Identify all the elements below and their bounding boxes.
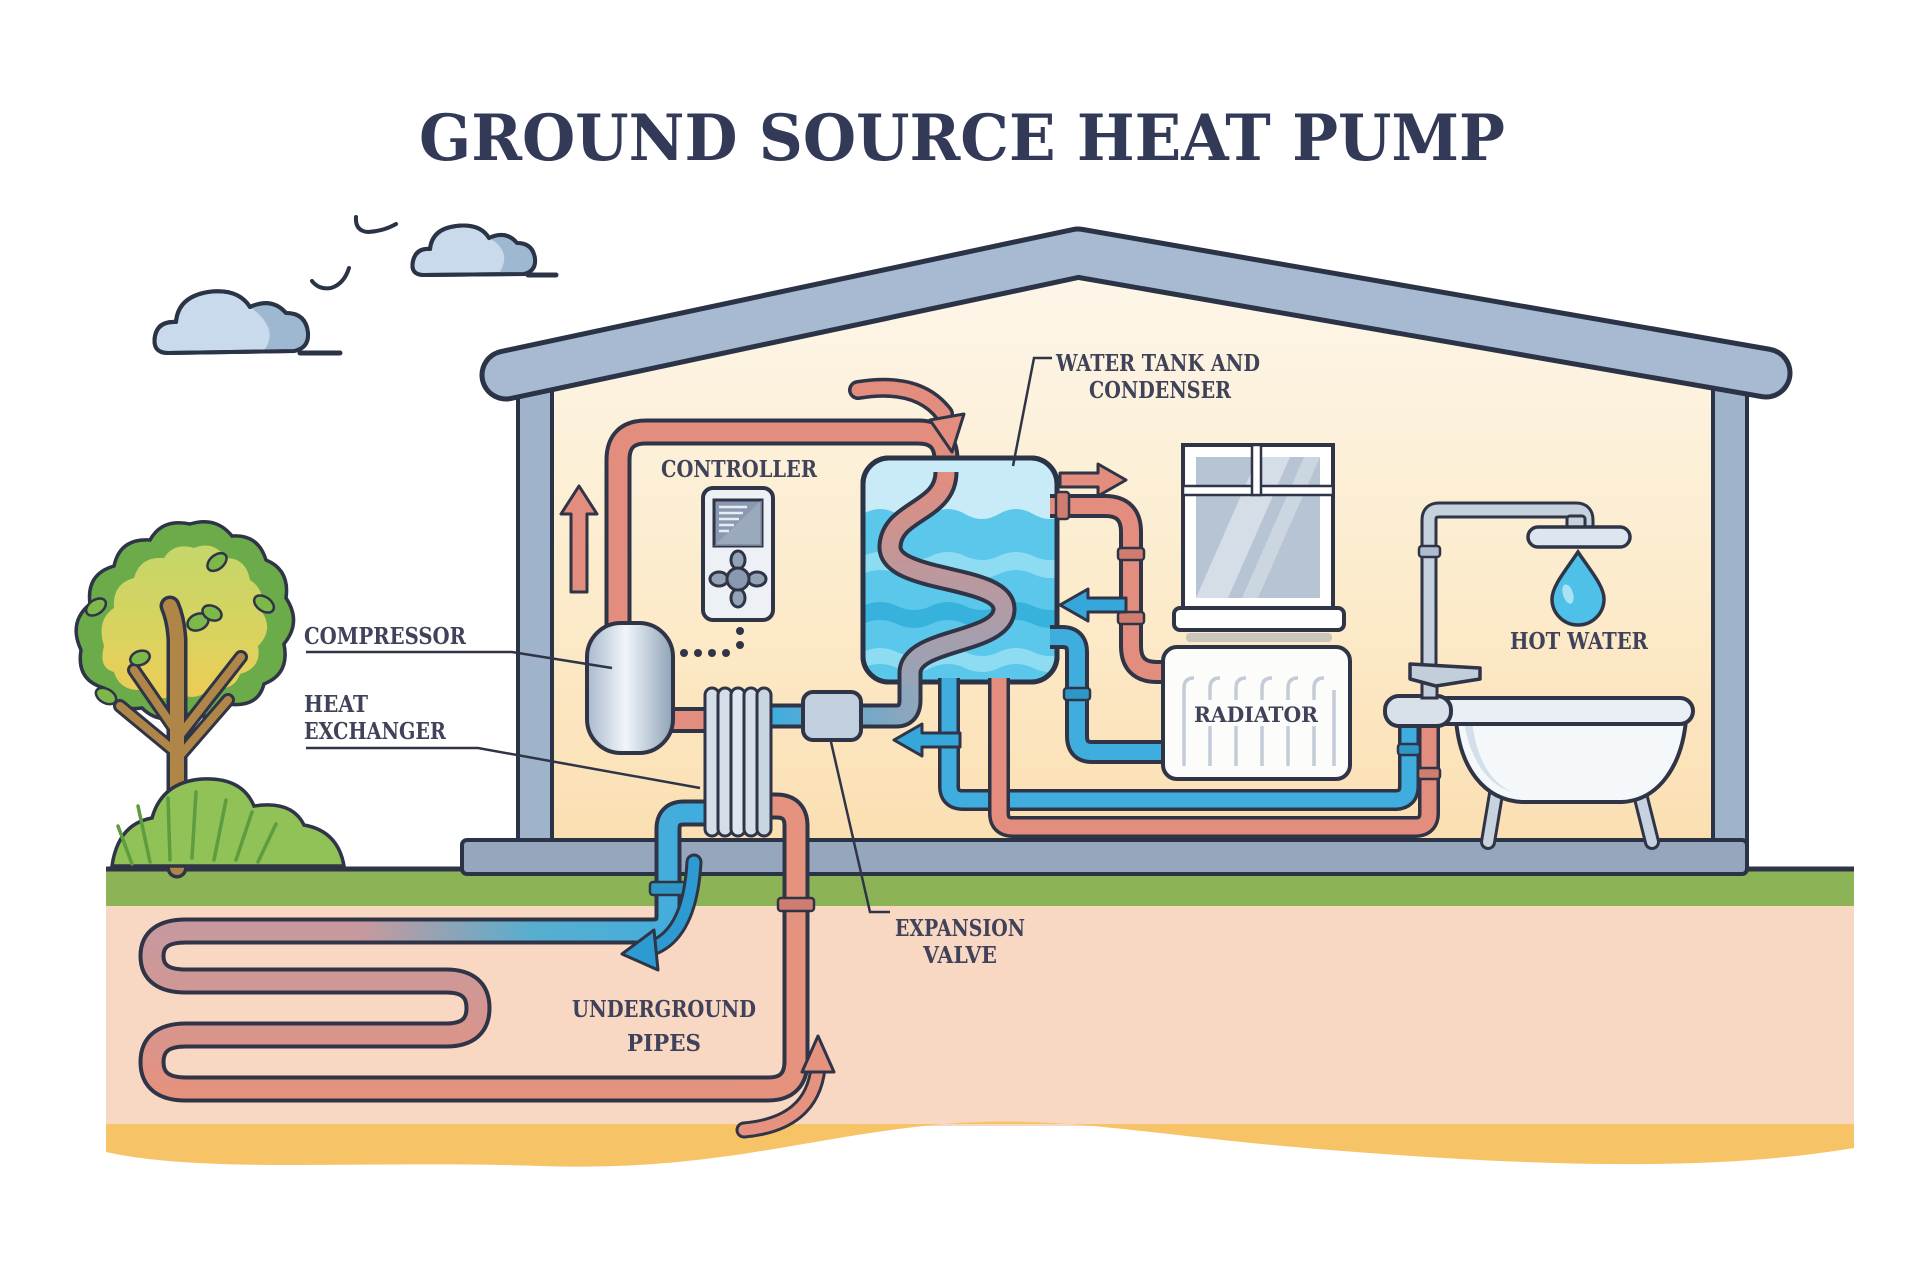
bush-blades bbox=[116, 790, 278, 866]
radiator-supply-pipe bbox=[1050, 498, 1172, 680]
water-tank-label-line1: WATER TANK AND bbox=[1055, 350, 1260, 377]
ground-layers bbox=[106, 866, 1854, 1167]
deep-soil-layer bbox=[106, 1121, 1854, 1167]
flow-arrow-up-icon bbox=[559, 484, 599, 594]
hot-water-droplet-icon bbox=[1550, 548, 1606, 627]
flow-arrow-into-tank-icon bbox=[848, 377, 966, 454]
tree-leaves bbox=[84, 551, 276, 706]
pipe-coupling bbox=[1417, 544, 1442, 559]
compressor bbox=[585, 621, 675, 755]
compressor-leader bbox=[306, 650, 613, 670]
diagram-labels: CONTROLLER WATER TANK AND CONDENSER COMP… bbox=[304, 350, 1649, 1057]
heat-exchanger bbox=[703, 686, 773, 838]
cold-descent-pipe bbox=[352, 803, 722, 941]
tub-body bbox=[1453, 718, 1689, 804]
controller-label: CONTROLLER bbox=[661, 456, 818, 483]
cloud-left-icon bbox=[152, 289, 343, 356]
shower-pipe bbox=[1423, 504, 1592, 710]
expansion-valve-label-line1: EXPANSION bbox=[895, 915, 1025, 942]
sill-shadow bbox=[1186, 633, 1332, 642]
radiator-fins bbox=[1182, 676, 1336, 766]
page-title: GROUND SOURCE HEAT PUMP bbox=[419, 101, 1505, 176]
tub-cold-pipe bbox=[941, 678, 1417, 808]
hot-gas-pipe bbox=[608, 422, 956, 630]
flow-arrow-right-icon bbox=[1058, 462, 1128, 498]
tub-hot-pipe bbox=[991, 678, 1437, 835]
water-tank-leader bbox=[1011, 356, 1052, 467]
shower-head-icon bbox=[1526, 525, 1632, 549]
pipe-couplings bbox=[1054, 490, 1442, 781]
underground-loop bbox=[138, 792, 816, 1103]
expansion-valve bbox=[801, 690, 863, 742]
expansion-valve-label-line2: VALVE bbox=[922, 942, 997, 969]
pipe-coupling bbox=[776, 896, 816, 913]
left-wall bbox=[516, 350, 554, 846]
bathtub bbox=[1383, 662, 1695, 850]
flow-arrow-left-valve-icon bbox=[892, 722, 962, 758]
heat-exchanger-label-line1: HEAT bbox=[304, 691, 368, 718]
leader-lines bbox=[306, 356, 1052, 914]
birds-icon bbox=[310, 215, 398, 291]
tub-legs bbox=[1483, 789, 1657, 847]
water-tank-label-line2: CONDENSER bbox=[1089, 377, 1232, 404]
flow-arrow-left-into-tank-icon bbox=[1058, 587, 1128, 623]
control-wire-dots bbox=[680, 627, 744, 657]
window-sill bbox=[1172, 606, 1346, 632]
dpad-buttons bbox=[708, 549, 768, 609]
roof bbox=[484, 231, 1788, 397]
shower bbox=[1417, 501, 1632, 713]
radiator: RADIATOR bbox=[1161, 645, 1352, 781]
controller bbox=[680, 486, 775, 657]
flow-arrow-down-into-ground-icon bbox=[620, 853, 703, 972]
heat-exchanger-leader bbox=[306, 746, 701, 790]
tree bbox=[74, 520, 296, 879]
cloud-right-icon bbox=[410, 223, 559, 278]
expansion-valve-leader bbox=[829, 741, 890, 914]
heat-exchanger-label-line2: EXCHANGER bbox=[304, 718, 447, 745]
faucet bbox=[1408, 662, 1482, 700]
signal-bars-icon bbox=[719, 505, 747, 533]
condenser-coil bbox=[768, 470, 1017, 729]
right-wall bbox=[1711, 368, 1749, 846]
pipe-coupling bbox=[648, 880, 688, 897]
window bbox=[1172, 443, 1346, 642]
underground-pipes-label-line2: PIPES bbox=[627, 1030, 701, 1057]
underground-pipes-label-line1: UNDERGROUND bbox=[572, 996, 756, 1023]
bush bbox=[109, 777, 347, 868]
tree-trunk bbox=[113, 595, 248, 879]
warm-ascent-pipe bbox=[732, 796, 806, 1099]
tub-rim-ledge bbox=[1383, 694, 1453, 728]
radiator-label: RADIATOR bbox=[1194, 702, 1319, 727]
hydronic-pipes bbox=[938, 490, 1442, 838]
serpentine-pipe bbox=[142, 921, 760, 1099]
flow-arrow-up-from-ground-icon bbox=[735, 1034, 836, 1139]
coil-to-valve-pipe bbox=[768, 686, 919, 725]
hot-water-label: HOT WATER bbox=[1510, 628, 1649, 655]
compressor-label: COMPRESSOR bbox=[304, 623, 467, 650]
